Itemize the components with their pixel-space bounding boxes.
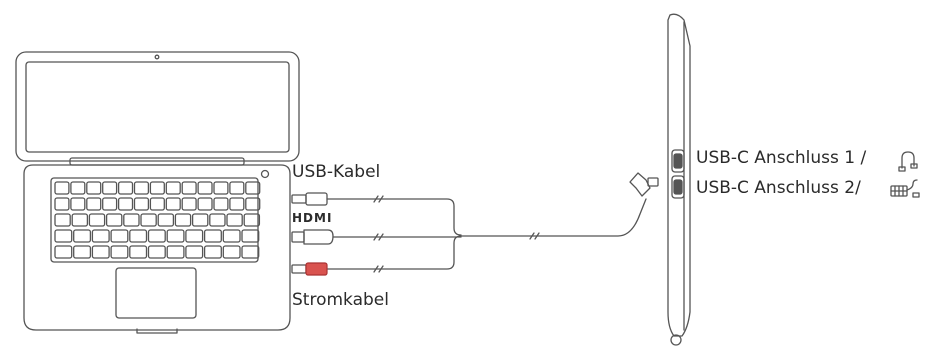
power-plug-red-tip xyxy=(305,262,328,276)
keyboard-key xyxy=(133,197,150,211)
keyboard-key xyxy=(110,229,129,243)
keyboard-key xyxy=(165,197,181,211)
usb-cable-label: USB-Kabel xyxy=(292,162,381,182)
keyboard-key xyxy=(147,229,166,243)
keyboard-key xyxy=(54,245,73,259)
keyboard-key xyxy=(91,245,110,259)
keyboard-key xyxy=(149,181,165,195)
keyboard-key xyxy=(181,197,197,211)
usb-c-port-1 xyxy=(671,149,685,173)
keyboard-key xyxy=(166,229,185,243)
keyboard-key xyxy=(245,181,261,195)
keyboard-key xyxy=(229,181,245,195)
keyboard-key xyxy=(86,197,102,211)
keyboard-key xyxy=(102,197,118,211)
keyboard-key xyxy=(241,245,260,259)
keyboard-key xyxy=(245,197,261,211)
keyboard-key xyxy=(123,213,140,227)
keyboard-key xyxy=(105,213,123,227)
keyboard-key xyxy=(203,245,222,259)
keyboard-key xyxy=(243,213,261,227)
hdmi-plug-icon xyxy=(291,231,305,243)
usb-cable-icon xyxy=(898,151,918,172)
keyboard-key xyxy=(209,213,226,227)
keyboard-key xyxy=(203,229,222,243)
power-plug-icon xyxy=(291,264,307,274)
keyboard-key xyxy=(102,181,118,195)
keyboard-key xyxy=(213,197,229,211)
usb-c-port-2 xyxy=(671,175,685,199)
keyboard-key xyxy=(54,181,70,195)
keyboard-key xyxy=(147,245,166,259)
keyboard-key xyxy=(166,245,185,259)
keyboard-key xyxy=(229,197,245,211)
keyboard-key xyxy=(165,181,181,195)
keyboard-key xyxy=(181,181,197,195)
keyboard-key xyxy=(157,213,175,227)
keyboard-key xyxy=(110,245,129,259)
keyboard-key xyxy=(71,213,89,227)
usb-plug-icon xyxy=(291,194,307,204)
keyboard-key xyxy=(213,181,229,195)
laptop-icon xyxy=(15,51,300,334)
keyboard-key xyxy=(54,213,71,227)
keyboard-key xyxy=(91,229,110,243)
usb-c-port-2-label: USB-C Anschluss 2/ xyxy=(696,178,861,198)
keyboard-cable-icon xyxy=(890,179,920,198)
keyboard-key xyxy=(129,229,148,243)
keyboard-key xyxy=(191,213,209,227)
keyboard-key xyxy=(117,197,134,211)
keyboard-key xyxy=(73,245,92,259)
keyboard-key xyxy=(197,181,213,195)
keyboard-key xyxy=(70,181,86,195)
cable-assembly xyxy=(291,172,659,274)
power-cable-label: Stromkabel xyxy=(292,290,389,310)
usb-c-port-1-label: USB-C Anschluss 1 / xyxy=(696,148,867,168)
keyboard-key xyxy=(185,229,204,243)
keyboard-key xyxy=(86,181,102,195)
keyboard-key xyxy=(241,229,260,243)
keyboard-key xyxy=(222,245,241,259)
usb-c-angle-plug-icon xyxy=(629,172,651,197)
keyboard-key xyxy=(149,197,165,211)
keyboard-key xyxy=(174,213,192,227)
keyboard-key xyxy=(73,229,92,243)
keyboard-key xyxy=(197,197,213,211)
keyboard-key xyxy=(129,245,148,259)
keyboard-key xyxy=(226,213,243,227)
hdmi-label: HDMI xyxy=(292,211,333,225)
keyboard-key xyxy=(140,213,157,227)
keyboard-key xyxy=(133,181,150,195)
keyboard-key xyxy=(185,245,204,259)
keyboard-key xyxy=(54,229,73,243)
keyboard-key xyxy=(54,197,70,211)
keyboard-key xyxy=(88,213,106,227)
pen-display-side-view xyxy=(667,13,691,346)
keyboard-key xyxy=(222,229,241,243)
keyboard-key xyxy=(117,181,134,195)
keyboard-key xyxy=(70,197,86,211)
